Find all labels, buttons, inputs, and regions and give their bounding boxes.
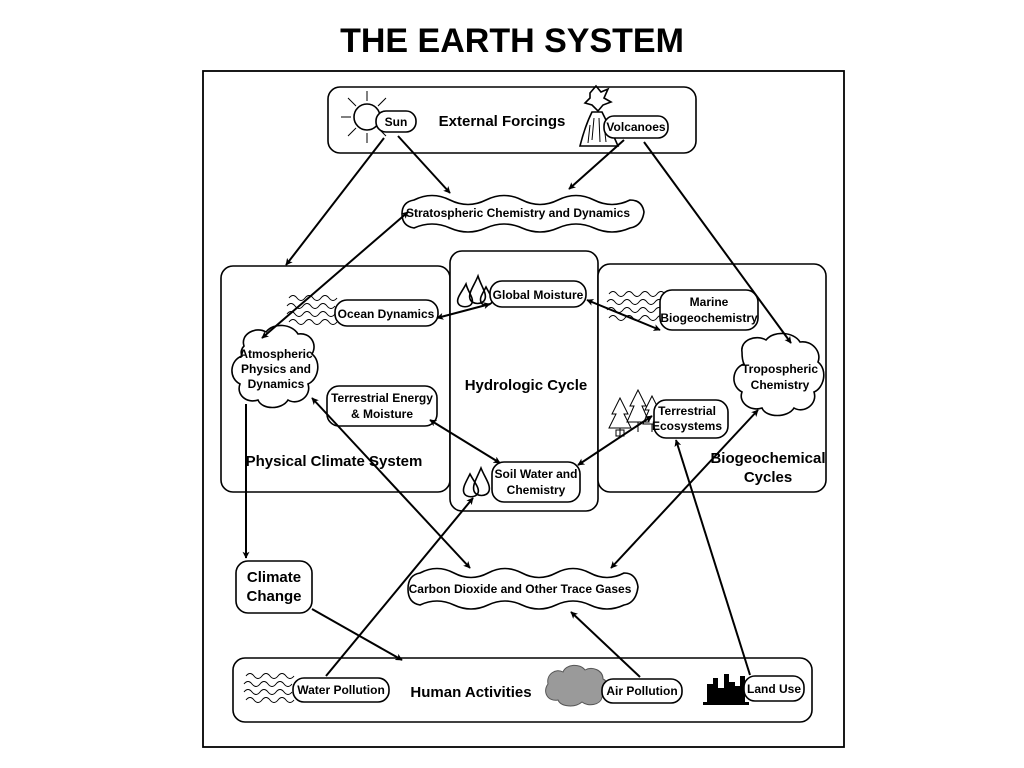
city-skyline-icon xyxy=(703,674,749,705)
smog-cloud-icon xyxy=(545,664,609,707)
svg-text:Chemistry: Chemistry xyxy=(751,378,810,392)
arrow-landuse-to-terreco xyxy=(674,439,751,676)
svg-text:Tropospheric: Tropospheric xyxy=(742,362,818,376)
node-soil-water: Soil Water and Chemistry xyxy=(491,461,581,503)
svg-text:Carbon Dioxide and Other Trace: Carbon Dioxide and Other Trace Gases xyxy=(409,582,632,596)
node-carbon-dioxide: Carbon Dioxide and Other Trace Gases xyxy=(407,567,639,610)
node-water-pollution: Water Pollution xyxy=(292,677,390,703)
arrow-ocean-moisture xyxy=(436,302,491,320)
node-global-moisture: Global Moisture xyxy=(489,280,587,308)
biogeochemical-label-line2: Cycles xyxy=(744,469,792,486)
arrow-sun-to-stratospheric xyxy=(397,135,451,194)
waves-icon xyxy=(243,673,295,703)
node-land-use: Land Use xyxy=(743,675,805,702)
arrow-stratospheric-atmospheric xyxy=(261,211,409,339)
biogeochemical-label-line1: Biogeochemical xyxy=(710,450,825,467)
svg-text:Chemistry: Chemistry xyxy=(507,483,566,497)
node-ocean-dynamics: Ocean Dynamics xyxy=(334,299,439,327)
arrow-waterpollution-to-soil xyxy=(325,497,474,677)
outer-frame xyxy=(202,70,845,748)
node-terrestrial-energy: Terrestrial Energy & Moisture xyxy=(326,385,438,427)
external-forcings-group: External Forcings xyxy=(327,86,697,154)
svg-text:Stratospheric Chemistry and D: Stratospheric Chemistry and Dynamics xyxy=(406,206,630,220)
svg-text:Terrestrial Energy: Terrestrial Energy xyxy=(331,391,433,405)
node-terrestrial-ecosystems: Terrestrial Ecosystems xyxy=(652,399,729,439)
svg-text:Water Pollution: Water Pollution xyxy=(297,683,385,697)
svg-text:Sun: Sun xyxy=(385,115,408,129)
hydrologic-label: Hydrologic Cycle xyxy=(465,377,588,394)
svg-text:Global Moisture: Global Moisture xyxy=(493,288,584,302)
page-title: THE EARTH SYSTEM xyxy=(340,22,684,60)
svg-text:Atmospheric: Atmospheric xyxy=(239,347,313,361)
arrow-volcano-to-stratospheric xyxy=(568,139,625,190)
node-sun: Sun xyxy=(375,110,417,133)
physical-climate-label: Physical Climate System xyxy=(246,453,423,470)
svg-text:Climate: Climate xyxy=(247,569,301,586)
node-atmospheric-physics: Atmospheric Physics and Dynamics xyxy=(231,324,319,409)
svg-text:Ecosystems: Ecosystems xyxy=(652,419,722,433)
svg-text:Land Use: Land Use xyxy=(747,682,801,696)
arrow-airpollution-to-carbon xyxy=(570,611,641,678)
node-marine-biogeochemistry: Marine Biogeochemistry xyxy=(659,289,759,331)
svg-text:Marine: Marine xyxy=(690,295,729,309)
human-activities-label: Human Activities xyxy=(410,684,531,701)
svg-text:Physics and: Physics and xyxy=(241,362,311,376)
node-tropospheric-chemistry: Tropospheric Chemistry xyxy=(733,332,825,417)
svg-text:Change: Change xyxy=(246,588,301,605)
svg-text:Dynamics: Dynamics xyxy=(248,377,305,391)
svg-text:Ocean Dynamics: Ocean Dynamics xyxy=(338,307,435,321)
svg-text:Air Pollution: Air Pollution xyxy=(606,684,677,698)
node-stratospheric: Stratospheric Chemistry and Dynamics xyxy=(401,194,645,233)
arrow-volcano-to-tropospheric xyxy=(643,141,792,344)
node-air-pollution: Air Pollution xyxy=(601,678,683,704)
svg-text:Volcanoes: Volcanoes xyxy=(606,120,665,134)
svg-text:Biogeochemistry: Biogeochemistry xyxy=(660,311,758,325)
arrow-climate-to-human xyxy=(311,608,403,661)
svg-text:Soil Water and: Soil Water and xyxy=(495,467,578,481)
svg-text:& Moisture: & Moisture xyxy=(351,407,413,421)
human-activities-group: Human Activities xyxy=(232,657,813,723)
node-volcanoes: Volcanoes xyxy=(603,115,669,139)
svg-text:Terrestrial: Terrestrial xyxy=(658,404,716,418)
connections xyxy=(242,135,792,678)
external-forcings-label: External Forcings xyxy=(439,113,566,130)
arrow-moisture-marine xyxy=(586,299,661,331)
arrow-atmospheric-carbon xyxy=(311,397,471,569)
node-climate-change: Climate Change xyxy=(235,560,313,614)
arrow-tropospheric-carbon xyxy=(610,409,759,569)
